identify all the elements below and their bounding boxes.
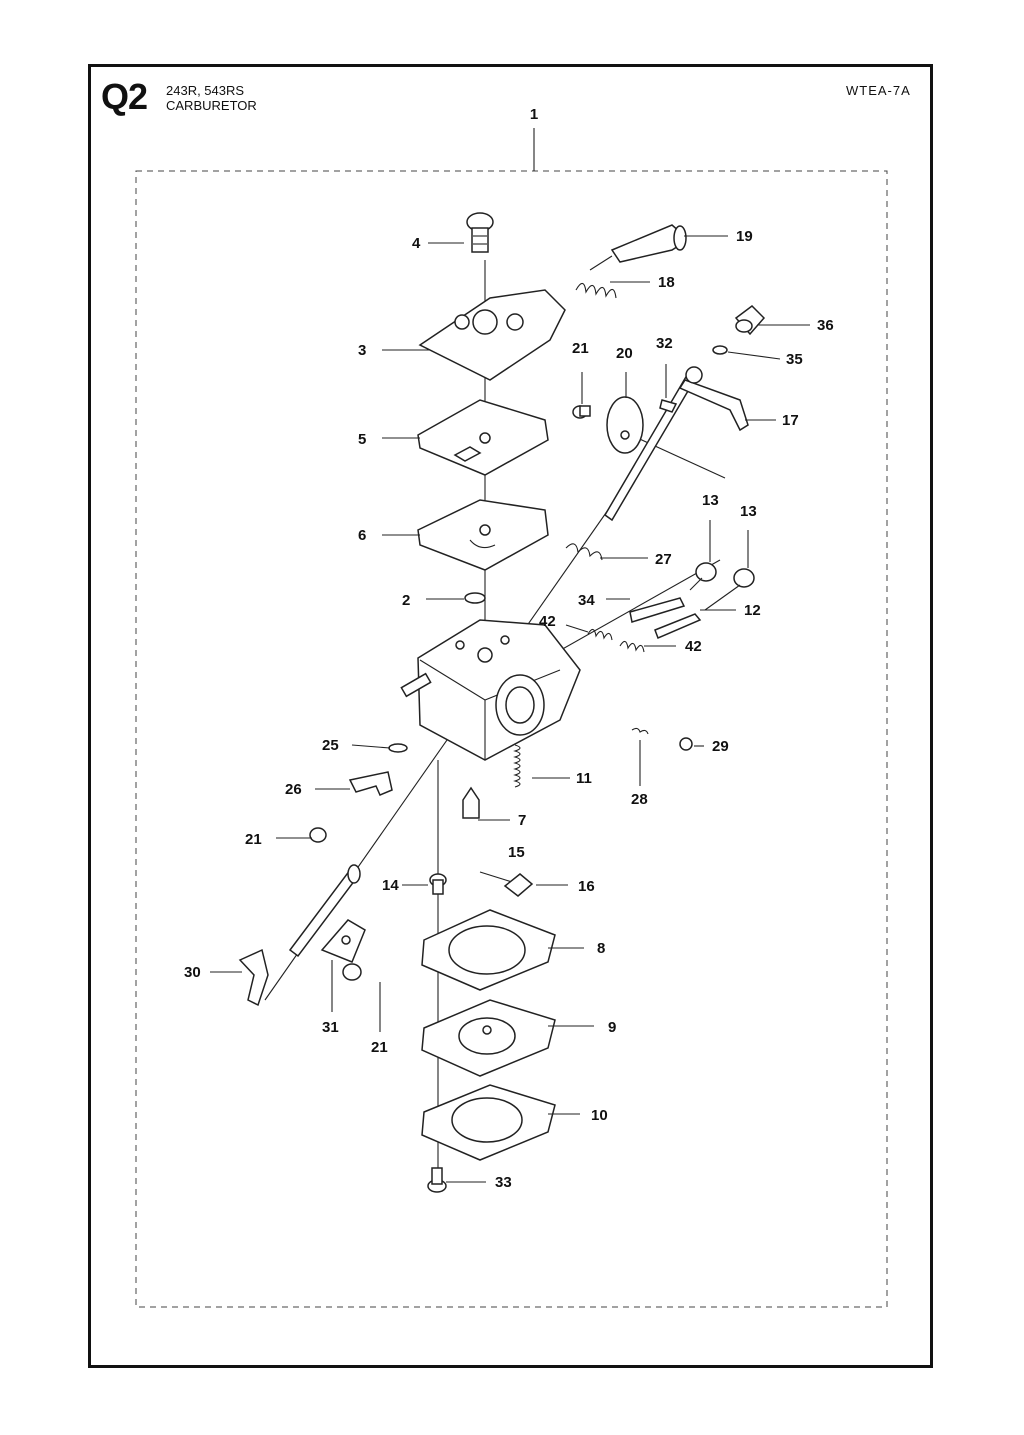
swivel-36: [734, 305, 766, 336]
spring-11: [513, 744, 521, 788]
callout-27: 27: [655, 551, 672, 568]
callout-9: 9: [608, 1019, 616, 1036]
callout-21-top: 21: [572, 340, 589, 357]
leader-lines: [210, 235, 810, 1183]
callout-17: 17: [782, 412, 799, 429]
callout-8: 8: [597, 940, 605, 957]
callout-31: 31: [322, 1019, 339, 1036]
throttle-valve-31: [320, 919, 366, 963]
callout-42-right: 42: [685, 638, 702, 655]
section-code: Q2: [101, 76, 148, 117]
diaphragm-9: [421, 999, 556, 1077]
callout-3: 3: [358, 342, 366, 359]
callout-2: 2: [402, 592, 410, 609]
callout-16: 16: [578, 878, 595, 895]
assembly-boundary: [135, 170, 888, 1308]
gasket-8: [421, 909, 556, 991]
limiter-cap-13b: [733, 568, 755, 588]
callout-10: 10: [591, 1107, 608, 1124]
callout-15: 15: [508, 844, 525, 861]
screw-21-bottom: [342, 963, 362, 981]
carburetor-body: [400, 619, 581, 761]
valve-2: [464, 592, 486, 604]
callout-19: 19: [736, 228, 753, 245]
callout-25: 25: [322, 737, 339, 754]
callout-32: 32: [656, 335, 673, 352]
callout-30: 30: [184, 964, 201, 981]
callout-21-bottom: 21: [371, 1039, 388, 1056]
spring-42a: [587, 628, 613, 641]
callout-1: 1: [530, 106, 538, 123]
callout-29: 29: [712, 738, 729, 755]
lever-16: [503, 873, 534, 897]
washer-35: [712, 345, 728, 355]
callout-33: 33: [495, 1174, 512, 1191]
callout-42-left: 42: [539, 613, 556, 630]
callout-13-right: 13: [740, 503, 757, 520]
callout-20: 20: [616, 345, 633, 362]
callout-28: 28: [631, 791, 648, 808]
pin-15: [479, 871, 513, 883]
choke-valve-20: [606, 396, 644, 454]
model-numbers: 243R, 543RS: [166, 83, 245, 98]
cover-plate-10: [421, 1084, 556, 1161]
screw-14: [429, 873, 447, 895]
limiter-cap-13a: [695, 562, 717, 582]
screw-33: [427, 1167, 447, 1193]
spring-28: [631, 727, 649, 735]
spring-42b: [619, 640, 645, 653]
cover-3: [418, 289, 566, 381]
callout-18: 18: [658, 274, 675, 291]
callout-6: 6: [358, 527, 366, 544]
primer-bulb: [589, 224, 687, 271]
page-frame: [88, 64, 933, 1368]
callout-21-left: 21: [245, 831, 262, 848]
callout-36: 36: [817, 317, 834, 334]
screw-21-left: [309, 827, 327, 843]
needle-34: [629, 577, 703, 623]
callout-26: 26: [285, 781, 302, 798]
callout-13-left: 13: [702, 492, 719, 509]
spring-27: [565, 543, 603, 561]
clip-32: [659, 399, 678, 413]
gasket-5: [417, 399, 549, 476]
callout-4: 4: [412, 235, 421, 252]
callout-34: 34: [578, 592, 595, 609]
needle-12: [654, 584, 741, 639]
clip-25: [388, 743, 408, 753]
screw-21-top: [572, 405, 591, 419]
ball-29: [679, 737, 693, 751]
inlet-needle-7: [462, 786, 480, 819]
callout-35: 35: [786, 351, 803, 368]
callout-14: 14: [382, 877, 399, 894]
lever-26: [348, 771, 393, 796]
screw-4: [466, 212, 494, 253]
callout-7: 7: [518, 812, 526, 829]
callout-5: 5: [358, 431, 366, 448]
callout-12: 12: [744, 602, 761, 619]
reference-code: WTEA-7A: [846, 83, 911, 98]
section-title: CARBURETOR: [166, 98, 257, 113]
diaphragm-6: [417, 499, 549, 571]
spring-18: [575, 282, 617, 299]
throttle-shaft-30: [238, 864, 361, 1007]
callout-11: 11: [576, 770, 592, 787]
